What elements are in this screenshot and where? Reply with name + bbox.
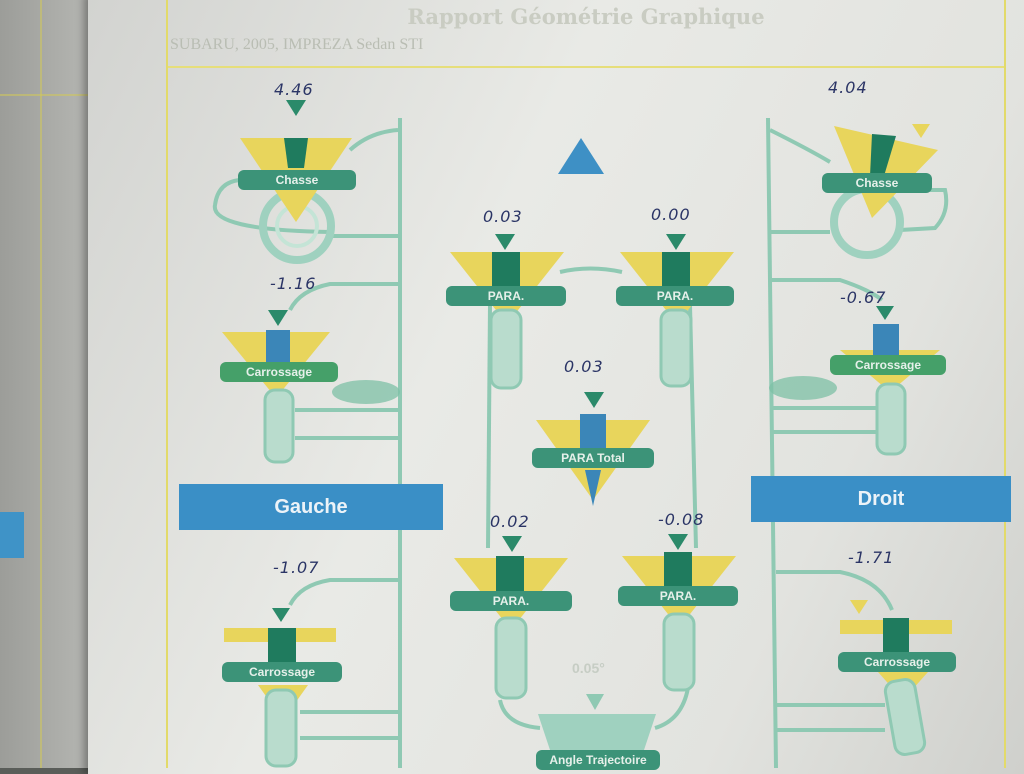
right-side-label: Droit xyxy=(751,476,1011,522)
toe-rear-right-value: -0.08 xyxy=(658,510,705,529)
camber-rear-right-value: -1.71 xyxy=(848,548,895,567)
caster-right-value: 4.04 xyxy=(828,78,868,97)
total-toe-label: PARA Total xyxy=(532,448,654,468)
report-frame xyxy=(166,0,1006,768)
camber-front-right-label: Carrossage xyxy=(830,355,946,375)
camber-front-left-value: -1.16 xyxy=(270,274,317,293)
toe-front-right-label: PARA. xyxy=(616,286,734,306)
caster-right-label: Chasse xyxy=(822,173,932,193)
background-sheet xyxy=(0,0,96,768)
camber-rear-left-label: Carrossage xyxy=(222,662,342,682)
toe-rear-left-label: PARA. xyxy=(450,591,572,611)
caster-left-value: 4.46 xyxy=(274,80,314,99)
report-sheet xyxy=(88,0,1024,774)
fold-line xyxy=(0,94,96,96)
report-title: Rapport Géométrie Graphique xyxy=(407,4,765,29)
fold-line xyxy=(40,0,42,768)
thrust-angle-value: 0.05° xyxy=(572,660,605,676)
chassis-lines xyxy=(288,117,894,768)
forward-direction-arrow-icon xyxy=(558,138,604,174)
toe-front-left-label: PARA. xyxy=(446,286,566,306)
background-tab xyxy=(0,512,24,558)
toe-rear-right-label: PARA. xyxy=(618,586,738,606)
caster-left-label: Chasse xyxy=(238,170,356,190)
toe-front-right-value: 0.00 xyxy=(651,205,691,224)
left-side-label: Gauche xyxy=(179,484,443,530)
camber-rear-left-value: -1.07 xyxy=(273,558,320,577)
toe-front-left-value: 0.03 xyxy=(483,207,523,226)
total-toe-value: 0.03 xyxy=(564,357,604,376)
camber-front-right-value: -0.67 xyxy=(840,288,887,307)
camber-rear-right-label: Carrossage xyxy=(838,652,956,672)
toe-rear-left-value: 0.02 xyxy=(490,512,530,531)
camber-front-left-label: Carrossage xyxy=(220,362,338,382)
header-divider xyxy=(168,66,1004,68)
vehicle-info: SUBARU, 2005, IMPREZA Sedan STI xyxy=(170,36,424,53)
thrust-angle-label: Angle Trajectoire xyxy=(536,750,660,770)
